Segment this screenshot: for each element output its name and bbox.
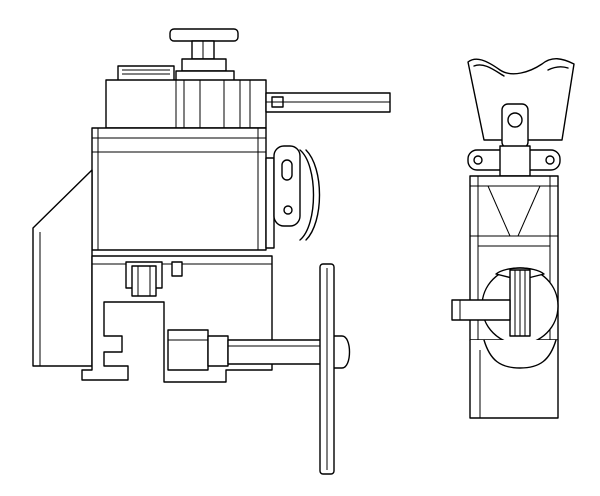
pipe-section xyxy=(469,339,559,419)
shaft-stub xyxy=(451,299,511,321)
side-plate xyxy=(32,169,93,367)
cross-bracket xyxy=(467,145,561,177)
top-yoke xyxy=(467,58,575,141)
t-handle xyxy=(319,263,335,475)
pivot-pin xyxy=(501,103,529,149)
top-knob xyxy=(169,28,239,82)
center-mechanism xyxy=(125,261,183,297)
side-bracket xyxy=(265,145,321,249)
hub xyxy=(481,267,559,345)
side-view xyxy=(451,58,575,419)
motor-body xyxy=(91,127,267,251)
gear-housing xyxy=(105,79,267,129)
front-view xyxy=(32,28,391,475)
lever-arm xyxy=(265,92,391,113)
